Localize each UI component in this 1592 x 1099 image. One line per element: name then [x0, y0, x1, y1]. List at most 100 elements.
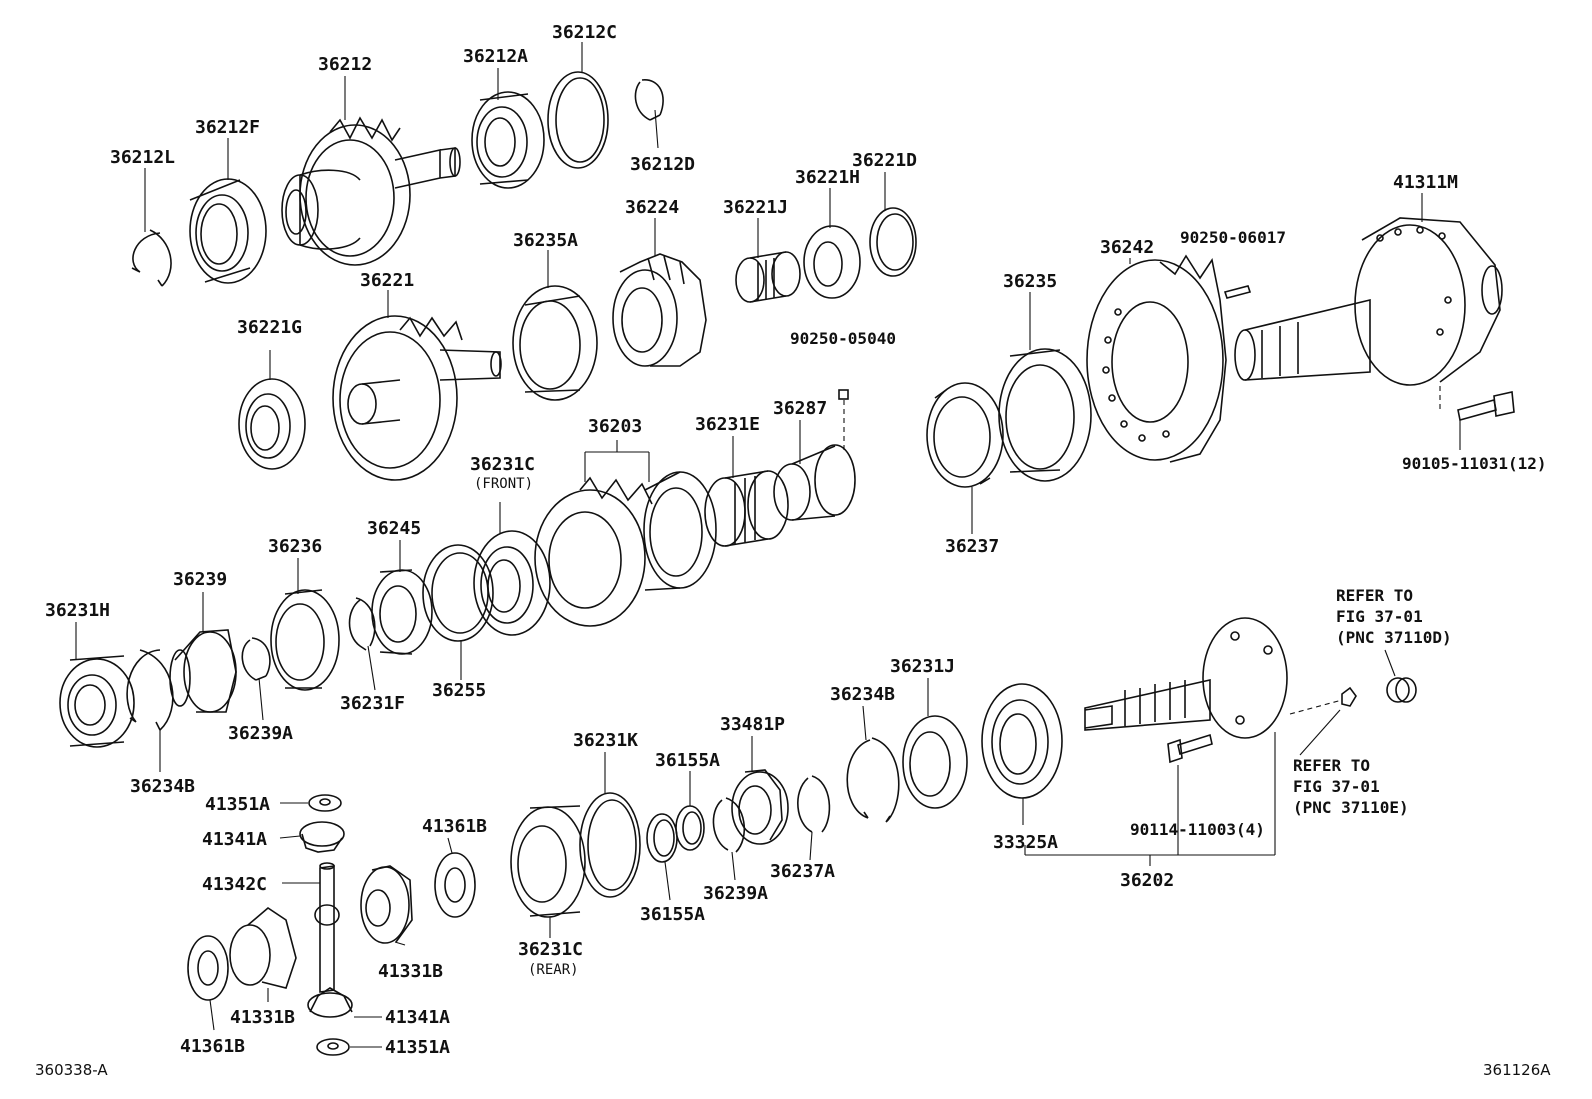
refer-note-top: REFER TO FIG 37-01 (PNC 37110D) — [1336, 586, 1452, 647]
label-36231C-front: 36231C — [470, 454, 535, 475]
label-36231E: 36231E — [695, 414, 760, 435]
label-36255: 36255 — [432, 680, 486, 701]
bearing-36212A — [471, 91, 545, 189]
gear-36245 — [371, 569, 433, 655]
refer-bottom-line3: (PNC 37110E) — [1293, 798, 1409, 817]
nut-37110E — [1341, 686, 1357, 707]
gear-41341A-bottom — [307, 987, 353, 1018]
label-36231K: 36231K — [573, 730, 638, 751]
refer-top-line3: (PNC 37110D) — [1336, 628, 1452, 647]
label-36155A-lower: 36155A — [640, 904, 705, 925]
snap-ring-36212D — [634, 79, 664, 121]
ring-36221D — [869, 207, 917, 277]
pin-90250-06017 — [1223, 285, 1252, 299]
part-labels: 36212 36212A 36212C 36212F 36212L 36212D… — [45, 22, 1547, 1058]
snap-ring-36234B-right — [846, 737, 900, 823]
refer-bottom-line1: REFER TO — [1293, 756, 1370, 775]
bearing-36221H — [803, 225, 861, 299]
collar-36287 — [773, 444, 856, 521]
bearing-36221G — [238, 378, 306, 470]
side-gear-41331B-right — [360, 865, 413, 944]
label-33481P: 33481P — [720, 714, 785, 735]
oil-seal-33325A — [981, 683, 1063, 799]
ring-36231K — [579, 792, 641, 898]
label-36231J: 36231J — [890, 656, 955, 677]
label-36231F: 36231F — [340, 693, 405, 714]
label-36236: 36236 — [268, 536, 322, 557]
label-41311M: 41311M — [1393, 172, 1458, 193]
gear-41341A-top — [299, 821, 345, 853]
needle-roller-36231E — [704, 470, 789, 547]
diagram-code-right: 361126A — [1483, 1061, 1551, 1079]
label-36221: 36221 — [360, 270, 414, 291]
refer-top-line1: REFER TO — [1336, 586, 1413, 605]
label-36202: 36202 — [1120, 870, 1174, 891]
race-36235A — [512, 285, 598, 401]
pin-90250-05040 — [838, 389, 849, 452]
gear-36239 — [169, 629, 237, 713]
label-36234B-right: 36234B — [830, 684, 895, 705]
label-36235A: 36235A — [513, 230, 578, 251]
gear-33481P — [731, 769, 789, 845]
label-41361B-left: 41361B — [180, 1036, 245, 1057]
refer-top-line2: FIG 37-01 — [1336, 607, 1423, 626]
label-90250-06017: 90250-06017 — [1180, 228, 1286, 247]
bearing-36231C-front — [473, 530, 551, 636]
label-36212: 36212 — [318, 54, 372, 75]
label-41331B-right: 41331B — [378, 961, 443, 982]
bearing-36231C-rear — [510, 805, 586, 918]
label-36237A: 36237A — [770, 861, 835, 882]
label-41351A-bottom: 41351A — [385, 1037, 450, 1058]
snap-ring-36234B-left — [126, 649, 174, 731]
label-36212A: 36212A — [463, 46, 528, 67]
label-36155A-upper: 36155A — [655, 750, 720, 771]
snap-ring-36237A — [797, 775, 831, 833]
label-36245: 36245 — [367, 518, 421, 539]
ring-36255 — [422, 544, 494, 642]
label-36203: 36203 — [588, 416, 642, 437]
snap-ring-36231F — [348, 597, 376, 651]
label-36239A-right: 36239A — [703, 883, 768, 904]
label-33325A: 33325A — [993, 832, 1058, 853]
label-rear: (REAR) — [528, 962, 579, 978]
ring-gear-36242 — [1086, 254, 1227, 463]
hub-sleeve-36235 — [998, 348, 1092, 482]
snap-ring-36212L — [131, 229, 172, 287]
side-gear-41331B-left — [229, 906, 297, 989]
differential-case-41311M — [1234, 217, 1503, 410]
snap-ring-36239A-left — [241, 637, 271, 681]
label-36235: 36235 — [1003, 271, 1057, 292]
label-36239A-left: 36239A — [228, 723, 293, 744]
label-90105-11031: 90105-11031(12) — [1402, 454, 1547, 473]
nut-37110D — [1386, 677, 1417, 703]
output-flange-36202 — [1084, 617, 1343, 739]
label-41351A-top: 41351A — [205, 794, 270, 815]
needle-roller-36221J — [735, 251, 801, 303]
label-36231H: 36231H — [45, 600, 110, 621]
label-36212C: 36212C — [552, 22, 617, 43]
synchro-ring-36237 — [926, 382, 1004, 488]
label-36239: 36239 — [173, 569, 227, 590]
label-36212F: 36212F — [195, 117, 260, 138]
label-36231C-rear: 36231C — [518, 939, 583, 960]
washer-36155A-upper — [675, 805, 705, 851]
washer-41361B-right — [434, 852, 476, 918]
label-41342C: 41342C — [202, 874, 267, 895]
label-41361B-right: 41361B — [422, 816, 487, 837]
gear-36224 — [612, 253, 707, 367]
bolt-90114-11003 — [1167, 733, 1213, 764]
pinion-shaft-41342C — [314, 862, 340, 993]
gear-shaft-36212 — [281, 116, 461, 266]
refer-note-bottom: REFER TO FIG 37-01 (PNC 37110E) — [1293, 756, 1409, 817]
bearing-36212F — [189, 178, 267, 284]
label-36237: 36237 — [945, 536, 999, 557]
label-90114-11003: 90114-11003(4) — [1130, 820, 1265, 839]
label-36221D: 36221D — [852, 150, 917, 171]
sleeve-36236 — [270, 589, 340, 691]
label-36224: 36224 — [625, 197, 679, 218]
washer-36155A-lower — [646, 813, 678, 863]
snap-ring-36239A-right — [712, 797, 745, 853]
washer-41351A-bottom — [316, 1038, 350, 1056]
washer-41351A-top — [308, 794, 342, 812]
